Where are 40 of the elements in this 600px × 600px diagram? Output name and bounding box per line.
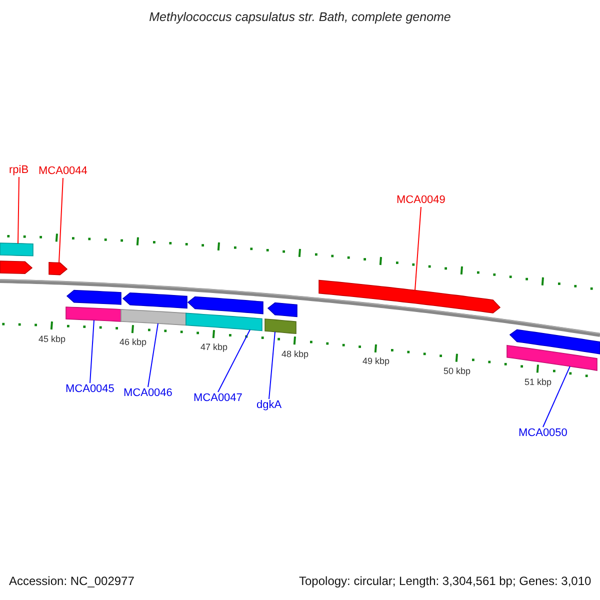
gene-feature bbox=[0, 260, 33, 274]
gene-feature bbox=[187, 296, 264, 314]
accession-text: Accession: NC_002977 bbox=[9, 575, 134, 589]
gene-feature bbox=[318, 280, 501, 314]
gene-label: MCA0050 bbox=[518, 427, 568, 440]
leader-line bbox=[148, 322, 158, 388]
gene-feature bbox=[48, 262, 68, 276]
scale-label: 51 kbp bbox=[524, 376, 552, 387]
scale-label: 48 kbp bbox=[282, 348, 309, 359]
leader-line bbox=[58, 178, 64, 264]
leader-line bbox=[218, 329, 250, 392]
category-bar bbox=[66, 306, 122, 322]
gene-label: MCA0045 bbox=[66, 383, 114, 396]
gene-feature bbox=[267, 302, 298, 318]
leader-line bbox=[414, 206, 422, 291]
category-bar bbox=[0, 242, 34, 256]
gene-label: MCA0049 bbox=[396, 194, 446, 207]
gene-feature bbox=[66, 290, 122, 305]
category-bar bbox=[120, 309, 186, 326]
gene-feature bbox=[122, 292, 188, 309]
gene-label: rpiB bbox=[9, 164, 29, 177]
leader-line bbox=[268, 331, 276, 400]
scale-label: 49 kbp bbox=[362, 356, 390, 367]
scale-label: 47 kbp bbox=[200, 342, 228, 352]
gene-label: MCA0047 bbox=[194, 392, 242, 405]
gene-feature bbox=[509, 329, 600, 354]
gene-label: dgkA bbox=[256, 399, 282, 412]
leader-line bbox=[90, 320, 94, 384]
leader-line bbox=[542, 366, 570, 428]
category-bar bbox=[506, 344, 598, 371]
gene-label: MCA0046 bbox=[124, 387, 172, 400]
chart-title: Methylococcus capsulatus str. Bath, complete genome bbox=[148, 10, 452, 24]
scale-label: 45 kbp bbox=[38, 334, 66, 344]
scale-label: 50 kbp bbox=[444, 366, 471, 376]
category-bar bbox=[264, 318, 296, 334]
genome-summary: Topology: circular; Length: 3,304,561 bp; Genes: 3,010 bbox=[299, 575, 592, 589]
scale-label: 46 kbp bbox=[120, 337, 147, 348]
category-bar bbox=[186, 312, 262, 332]
gene-label: MCA0044 bbox=[38, 165, 88, 178]
leader-line bbox=[18, 176, 20, 244]
